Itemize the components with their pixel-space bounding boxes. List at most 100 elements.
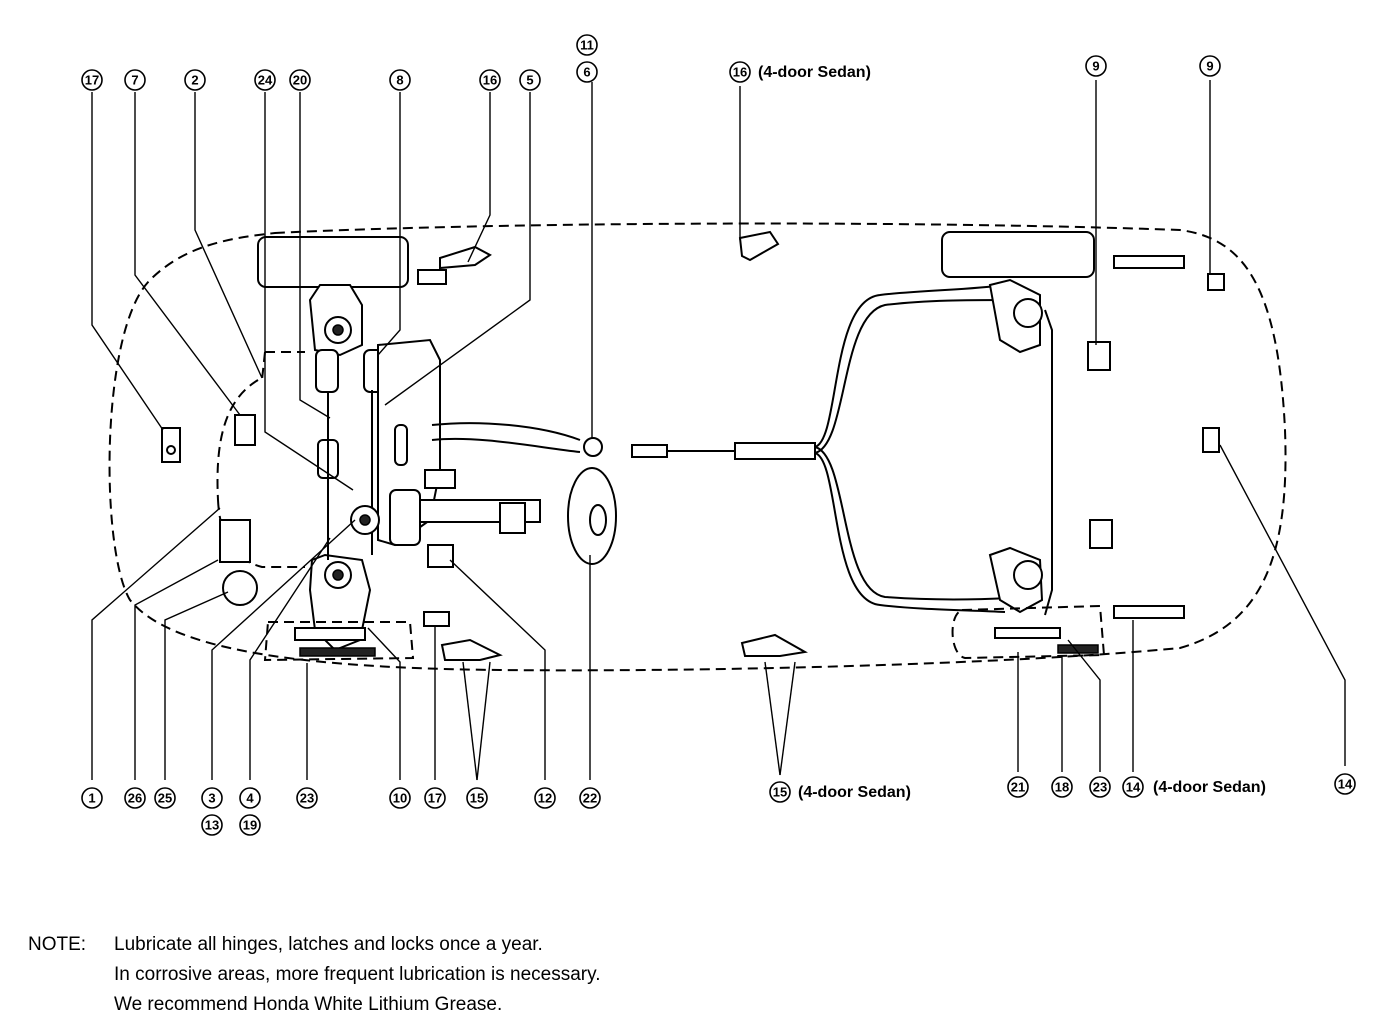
leader-14-right (1219, 444, 1346, 766)
callout-17-bottom: 17 (424, 787, 446, 809)
leader-25 (164, 591, 229, 780)
note-text-2: In corrosive areas, more frequent lubric… (114, 964, 601, 985)
leader-26 (134, 559, 219, 780)
callout-11: 11 (576, 34, 598, 56)
label-4-door-sedan-bottom-2: (4-door Sedan) (1153, 779, 1266, 796)
front-lower-ball-joint-center (332, 569, 344, 581)
brake-cable-lower-right (814, 446, 1011, 601)
svg-text:6: 6 (583, 65, 590, 80)
leader-17-hood-latch (91, 92, 164, 431)
callout-8: 8 (389, 69, 411, 91)
svg-text:14: 14 (1126, 780, 1141, 795)
rear-lower-arm (994, 627, 1061, 639)
svg-text:17: 17 (85, 73, 99, 88)
leader-15-sedan-b (779, 661, 796, 776)
rear-door-hinge-top (738, 230, 780, 262)
callout-12: 12 (534, 787, 556, 809)
leader-12 (449, 559, 546, 780)
rear-door-striker-top-1 (1113, 255, 1185, 269)
outer-boot-left (315, 349, 339, 393)
leader-10 (367, 627, 401, 780)
svg-text:9: 9 (1206, 59, 1213, 74)
master-cylinder-bracket (424, 469, 456, 489)
svg-text:15: 15 (773, 785, 787, 800)
front-stabilizer (299, 647, 376, 657)
lubrication-note: NOTE:Lubricate all hinges, latches and l… (28, 930, 600, 1020)
leader-8 (377, 92, 401, 356)
leader-5 (384, 92, 531, 406)
trunk-latch (1207, 273, 1225, 291)
reservoir-cap (222, 570, 258, 606)
callout-20: 20 (289, 69, 311, 91)
front-lower-arm (294, 627, 366, 641)
fuel-lid-latch (1202, 427, 1220, 453)
leader-1 (91, 507, 221, 780)
trunk-hinge-1 (1087, 341, 1111, 371)
pedal-pivot (427, 544, 454, 568)
leader-16-front (467, 92, 491, 263)
callout-23-rear: 23 (1089, 776, 1111, 798)
rear-tire-top (941, 231, 1095, 278)
leader-15-front-a (462, 661, 478, 781)
rear-upper-hub (1013, 298, 1043, 328)
note-text-3: We recommend Honda White Lithium Grease. (114, 994, 503, 1015)
label-4-door-sedan-top: (4-door Sedan) (758, 64, 871, 81)
front-lower-dashed-area (263, 621, 415, 662)
svg-text:10: 10 (393, 791, 407, 806)
callout-21: 21 (1007, 776, 1029, 798)
engine-bay-outline (216, 351, 305, 568)
leader-3 (211, 519, 356, 780)
callout-15-front: 15 (466, 787, 488, 809)
rear-brake-line (1044, 309, 1053, 616)
svg-text:19: 19 (243, 818, 257, 833)
callout-17-top: 17 (81, 69, 103, 91)
svg-text:16: 16 (483, 73, 497, 88)
callout-16-top: 16 (479, 69, 501, 91)
gearbox-slot (394, 424, 408, 466)
brake-cable-lower-left (814, 452, 1006, 613)
callout-15-sedan: 15 (769, 781, 791, 803)
callout-4: 4 (239, 787, 261, 809)
brake-cable-upper-right (814, 299, 1011, 454)
svg-text:18: 18 (1055, 780, 1069, 795)
note-text-1: Lubricate all hinges, latches and locks … (114, 934, 543, 955)
svg-text:25: 25 (158, 791, 172, 806)
callout-23-front: 23 (296, 787, 318, 809)
svg-text:11: 11 (580, 38, 594, 53)
svg-text:4: 4 (246, 791, 254, 806)
brake-equalizer (734, 442, 816, 460)
pedal-bracket (389, 489, 421, 546)
svg-text:8: 8 (396, 73, 403, 88)
car-body-outline (108, 222, 1287, 672)
label-4-door-sedan-bottom-1: (4-door Sedan) (798, 784, 911, 801)
steering-wheel-hub (589, 504, 607, 536)
callout-6: 6 (576, 61, 598, 83)
leader-24 (264, 92, 354, 491)
svg-text:20: 20 (293, 73, 307, 88)
callout-9-right: 9 (1199, 55, 1221, 77)
rear-lower-hub (1013, 560, 1043, 590)
leader-23-rear (1067, 639, 1101, 772)
callout-14-sedan: 14 (1122, 776, 1144, 798)
leader-4 (249, 537, 331, 780)
rear-door-hinge-bottom (740, 633, 808, 657)
svg-text:24: 24 (258, 73, 273, 88)
leader-2 (194, 92, 263, 379)
svg-text:26: 26 (128, 791, 142, 806)
callout-16-sedan: 16 (729, 61, 751, 83)
svg-text:22: 22 (583, 791, 597, 806)
front-tire-top (257, 236, 409, 288)
callout-3: 3 (201, 787, 223, 809)
callout-25: 25 (154, 787, 176, 809)
callout-10: 10 (389, 787, 411, 809)
svg-text:9: 9 (1092, 59, 1099, 74)
callout-26: 26 (124, 787, 146, 809)
callout-19: 19 (239, 814, 261, 836)
front-door-check-top (417, 269, 447, 285)
svg-text:7: 7 (131, 73, 138, 88)
rear-door-striker-bottom (1113, 605, 1185, 619)
brake-master-cylinder (219, 519, 251, 563)
svg-text:21: 21 (1011, 780, 1025, 795)
callout-7: 7 (124, 69, 146, 91)
